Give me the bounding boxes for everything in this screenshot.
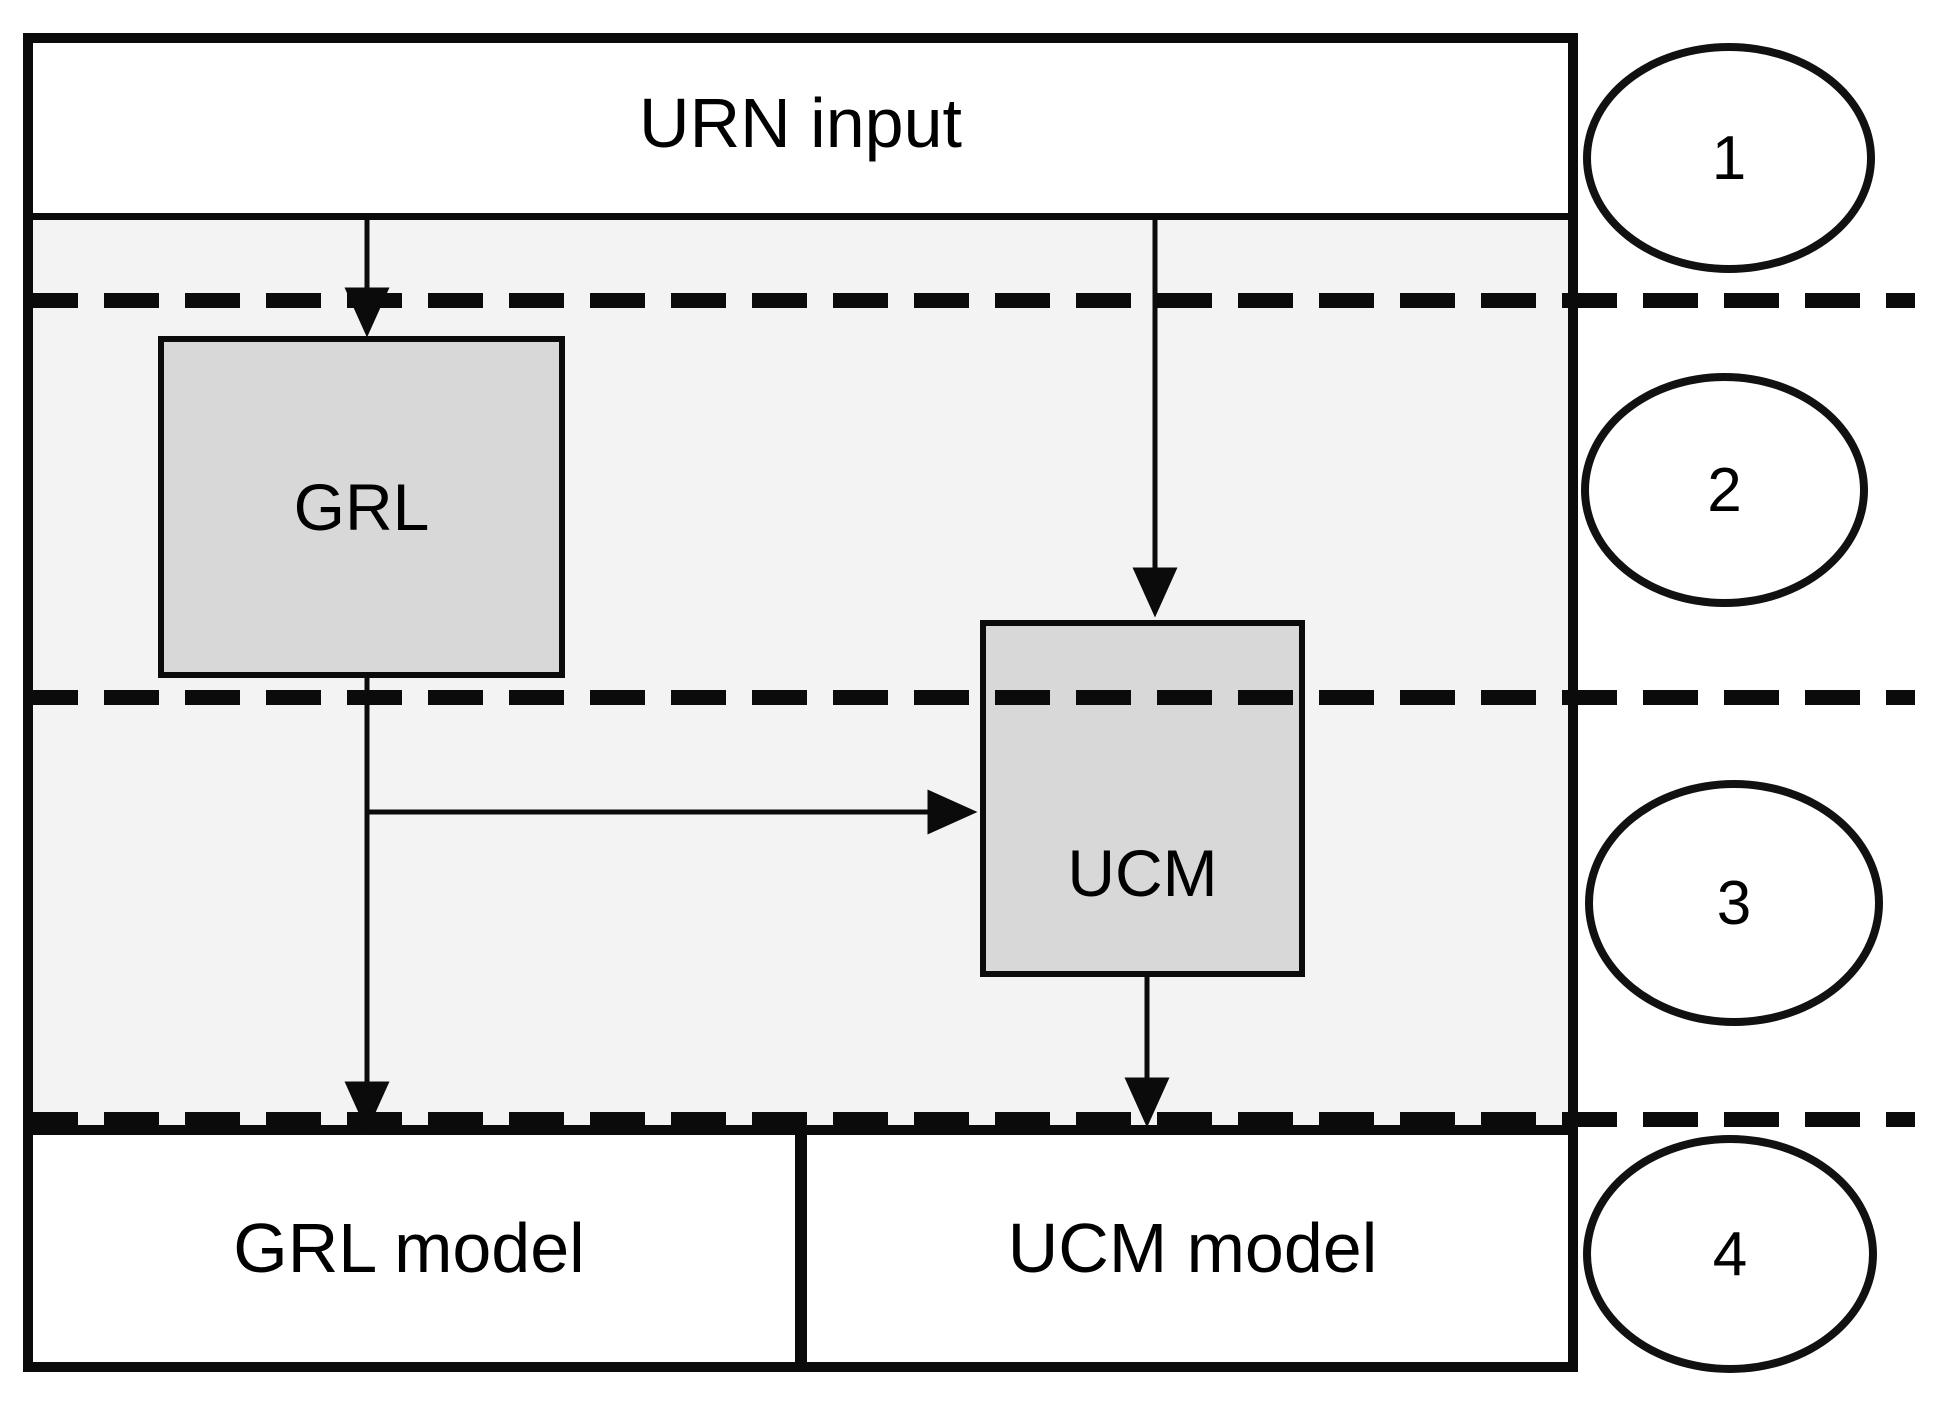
step-circle-2-label: 2 <box>1707 455 1742 525</box>
ucm-box: UCM <box>980 620 1305 977</box>
step-circle-3-label: 3 <box>1716 868 1752 938</box>
grl-label: GRL <box>293 470 430 544</box>
step-circle-1-label: 1 <box>1711 123 1747 193</box>
urn-input-box: URN input <box>23 33 1578 220</box>
grl-model-box: GRL model <box>23 1125 795 1370</box>
step-circle-4-label: 4 <box>1712 1219 1748 1289</box>
ucm-model-label: UCM model <box>1007 1208 1378 1287</box>
phase-divider-2 <box>23 690 1915 705</box>
urn-input-label: URN input <box>639 84 962 162</box>
step-circle-1: 1 <box>1583 43 1875 273</box>
step-circle-3: 3 <box>1585 780 1883 1026</box>
step-circle-4: 4 <box>1583 1135 1877 1373</box>
phase-divider-1 <box>23 293 1915 308</box>
ucm-model-box: UCM model <box>807 1125 1578 1370</box>
ucm-label: UCM <box>1067 836 1218 910</box>
grl-model-label: GRL model <box>233 1208 585 1287</box>
phase-divider-3 <box>23 1112 1915 1127</box>
output-model-divider <box>795 1125 807 1370</box>
grl-box: GRL <box>158 336 565 678</box>
step-circle-2: 2 <box>1581 373 1868 607</box>
